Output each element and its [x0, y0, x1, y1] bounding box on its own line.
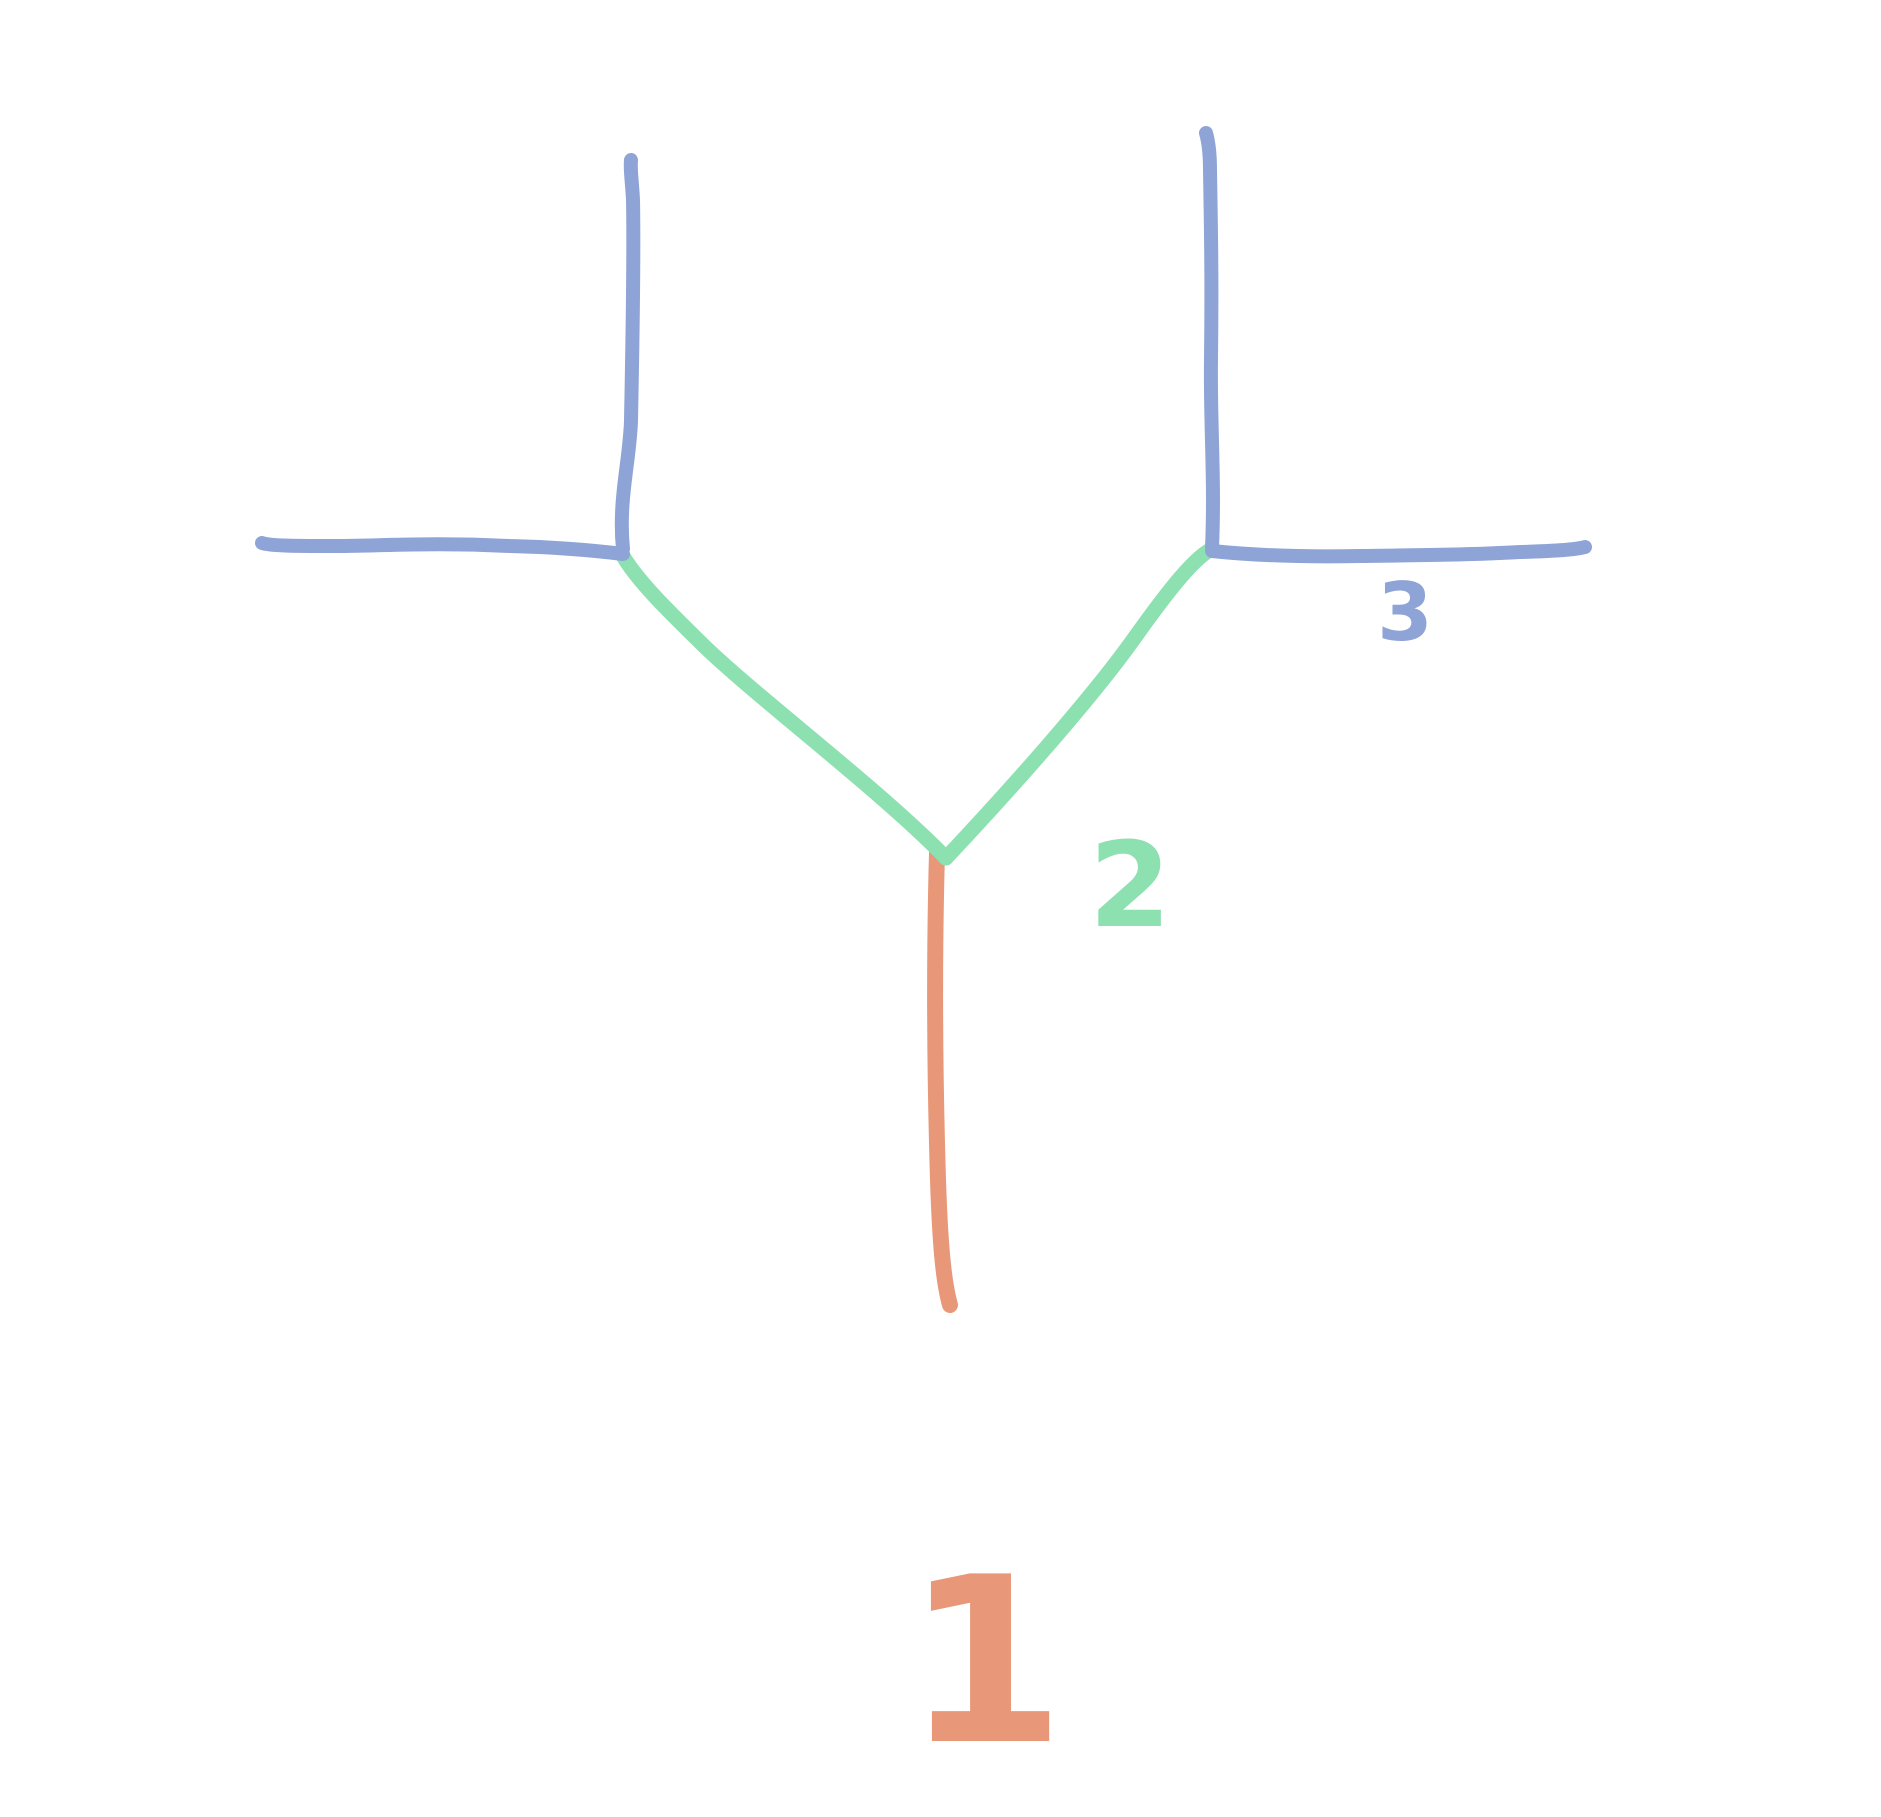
level-2-branch-group [615, 542, 1218, 866]
level-labels: 1 2 3 [905, 566, 1433, 1796]
level-2-right-branch [938, 542, 1218, 866]
level-1-trunk [927, 845, 958, 1313]
level-3-left-vertical [614, 153, 641, 556]
level-2-label: 2 [1089, 816, 1171, 954]
level-2-left-branch [615, 548, 954, 866]
level-3-label: 3 [1377, 566, 1433, 659]
level-3-right-horizontal [1205, 540, 1592, 564]
level-1-label: 1 [905, 1529, 1065, 1796]
level-3-right-vertical [1199, 126, 1220, 555]
level-3-left-horizontal [255, 536, 630, 561]
level-3-branch-group [255, 126, 1592, 564]
level-1-branch-group [927, 845, 958, 1313]
